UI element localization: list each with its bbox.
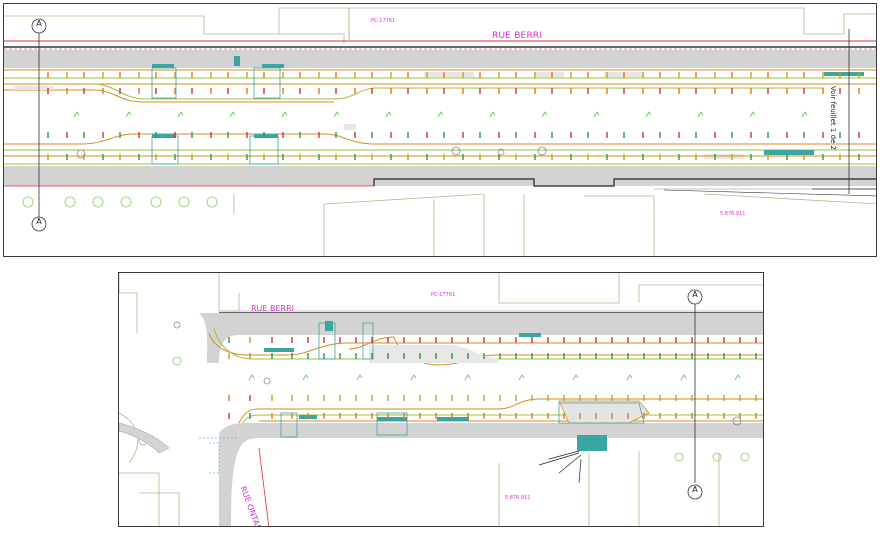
arrow-mark: [593, 111, 600, 118]
arrow-mark: [385, 111, 392, 118]
signage-ticks-top: [47, 72, 860, 160]
signal-arms-bottom: [538, 450, 582, 484]
lot-label-top-lower: 5 876 911: [720, 211, 746, 217]
arrow-mark: [626, 374, 633, 381]
arrow-marks-top: [73, 111, 808, 118]
building-outlines-top: [4, 7, 876, 256]
utility-lines-bottom: [199, 437, 239, 474]
island-north: [369, 345, 499, 363]
arrow-mark: [734, 374, 741, 381]
crossing-outlines-bottom: [280, 322, 645, 438]
plan-drawing-top: [4, 7, 876, 256]
arrow-mark: [302, 374, 309, 381]
north-sidewalk-bottom: [199, 313, 763, 363]
section-marker-top-upper: A: [36, 19, 42, 28]
arrow-mark: [489, 111, 496, 118]
arrow-mark: [248, 374, 255, 381]
arrow-mark: [437, 111, 444, 118]
arrow-mark: [749, 111, 756, 118]
arrow-mark: [177, 111, 184, 118]
trees-top: [22, 196, 218, 208]
arrow-marks-bottom: [248, 374, 741, 381]
arrow-mark: [73, 111, 80, 118]
section-line-right-top: [812, 29, 876, 194]
island-south: [558, 400, 650, 424]
south-property-line-top: [4, 178, 876, 197]
arrow-mark: [697, 111, 704, 118]
plan-sheet-top: A A RUE BERRI PC-17761 5 876 911 Voir fe…: [3, 3, 877, 257]
section-marker-bottom-lower: A: [692, 485, 698, 494]
lot-label-top-upper: PC-17761: [371, 18, 396, 24]
section-marker-bottom-upper: A: [692, 290, 698, 299]
south-sidewalk-top: [4, 166, 876, 186]
arrow-mark: [333, 111, 340, 118]
section-line-a-left: [31, 18, 47, 232]
arrow-mark: [541, 111, 548, 118]
plan-sheet-bottom: A A RUE BERRI PC-17761 5 876 911 RUE ONT…: [118, 272, 764, 527]
lot-label-bottom-lower: 5 876 911: [505, 495, 531, 501]
north-sidewalk-top: [4, 50, 876, 68]
signage-ticks-bottom: [228, 337, 757, 419]
manholes-bottom: [173, 321, 742, 426]
arrow-mark: [645, 111, 652, 118]
arrow-mark: [125, 111, 132, 118]
arrow-mark: [356, 374, 363, 381]
arrow-mark: [518, 374, 525, 381]
arrow-mark: [680, 374, 687, 381]
section-line-a-bottom: [687, 289, 703, 500]
arrow-mark: [281, 111, 288, 118]
arrow-mark: [229, 111, 236, 118]
match-note-top: Voir feuillet 1 de 2: [829, 85, 838, 151]
arrow-mark: [410, 374, 417, 381]
teal-pads-bottom: [264, 321, 607, 451]
street-label-bottom: RUE BERRI: [251, 304, 295, 313]
property-line-cross-street: [258, 447, 270, 526]
arrow-mark: [801, 111, 808, 118]
lot-label-bottom-upper: PC-17761: [431, 292, 456, 298]
section-marker-top-lower: A: [36, 217, 42, 226]
north-curb-lines-top: [4, 69, 876, 103]
street-label-top: RUE BERRI: [492, 31, 543, 41]
island-curb-bottom-left: [119, 422, 170, 454]
south-sidewalk-bottom: [219, 422, 763, 526]
plan-drawing-bottom: [119, 273, 763, 526]
manholes-top: [76, 146, 547, 159]
property-line-top: [4, 40, 876, 50]
arrow-mark: [464, 374, 471, 381]
building-outlines-bottom: [119, 273, 763, 526]
arrow-mark: [572, 374, 579, 381]
